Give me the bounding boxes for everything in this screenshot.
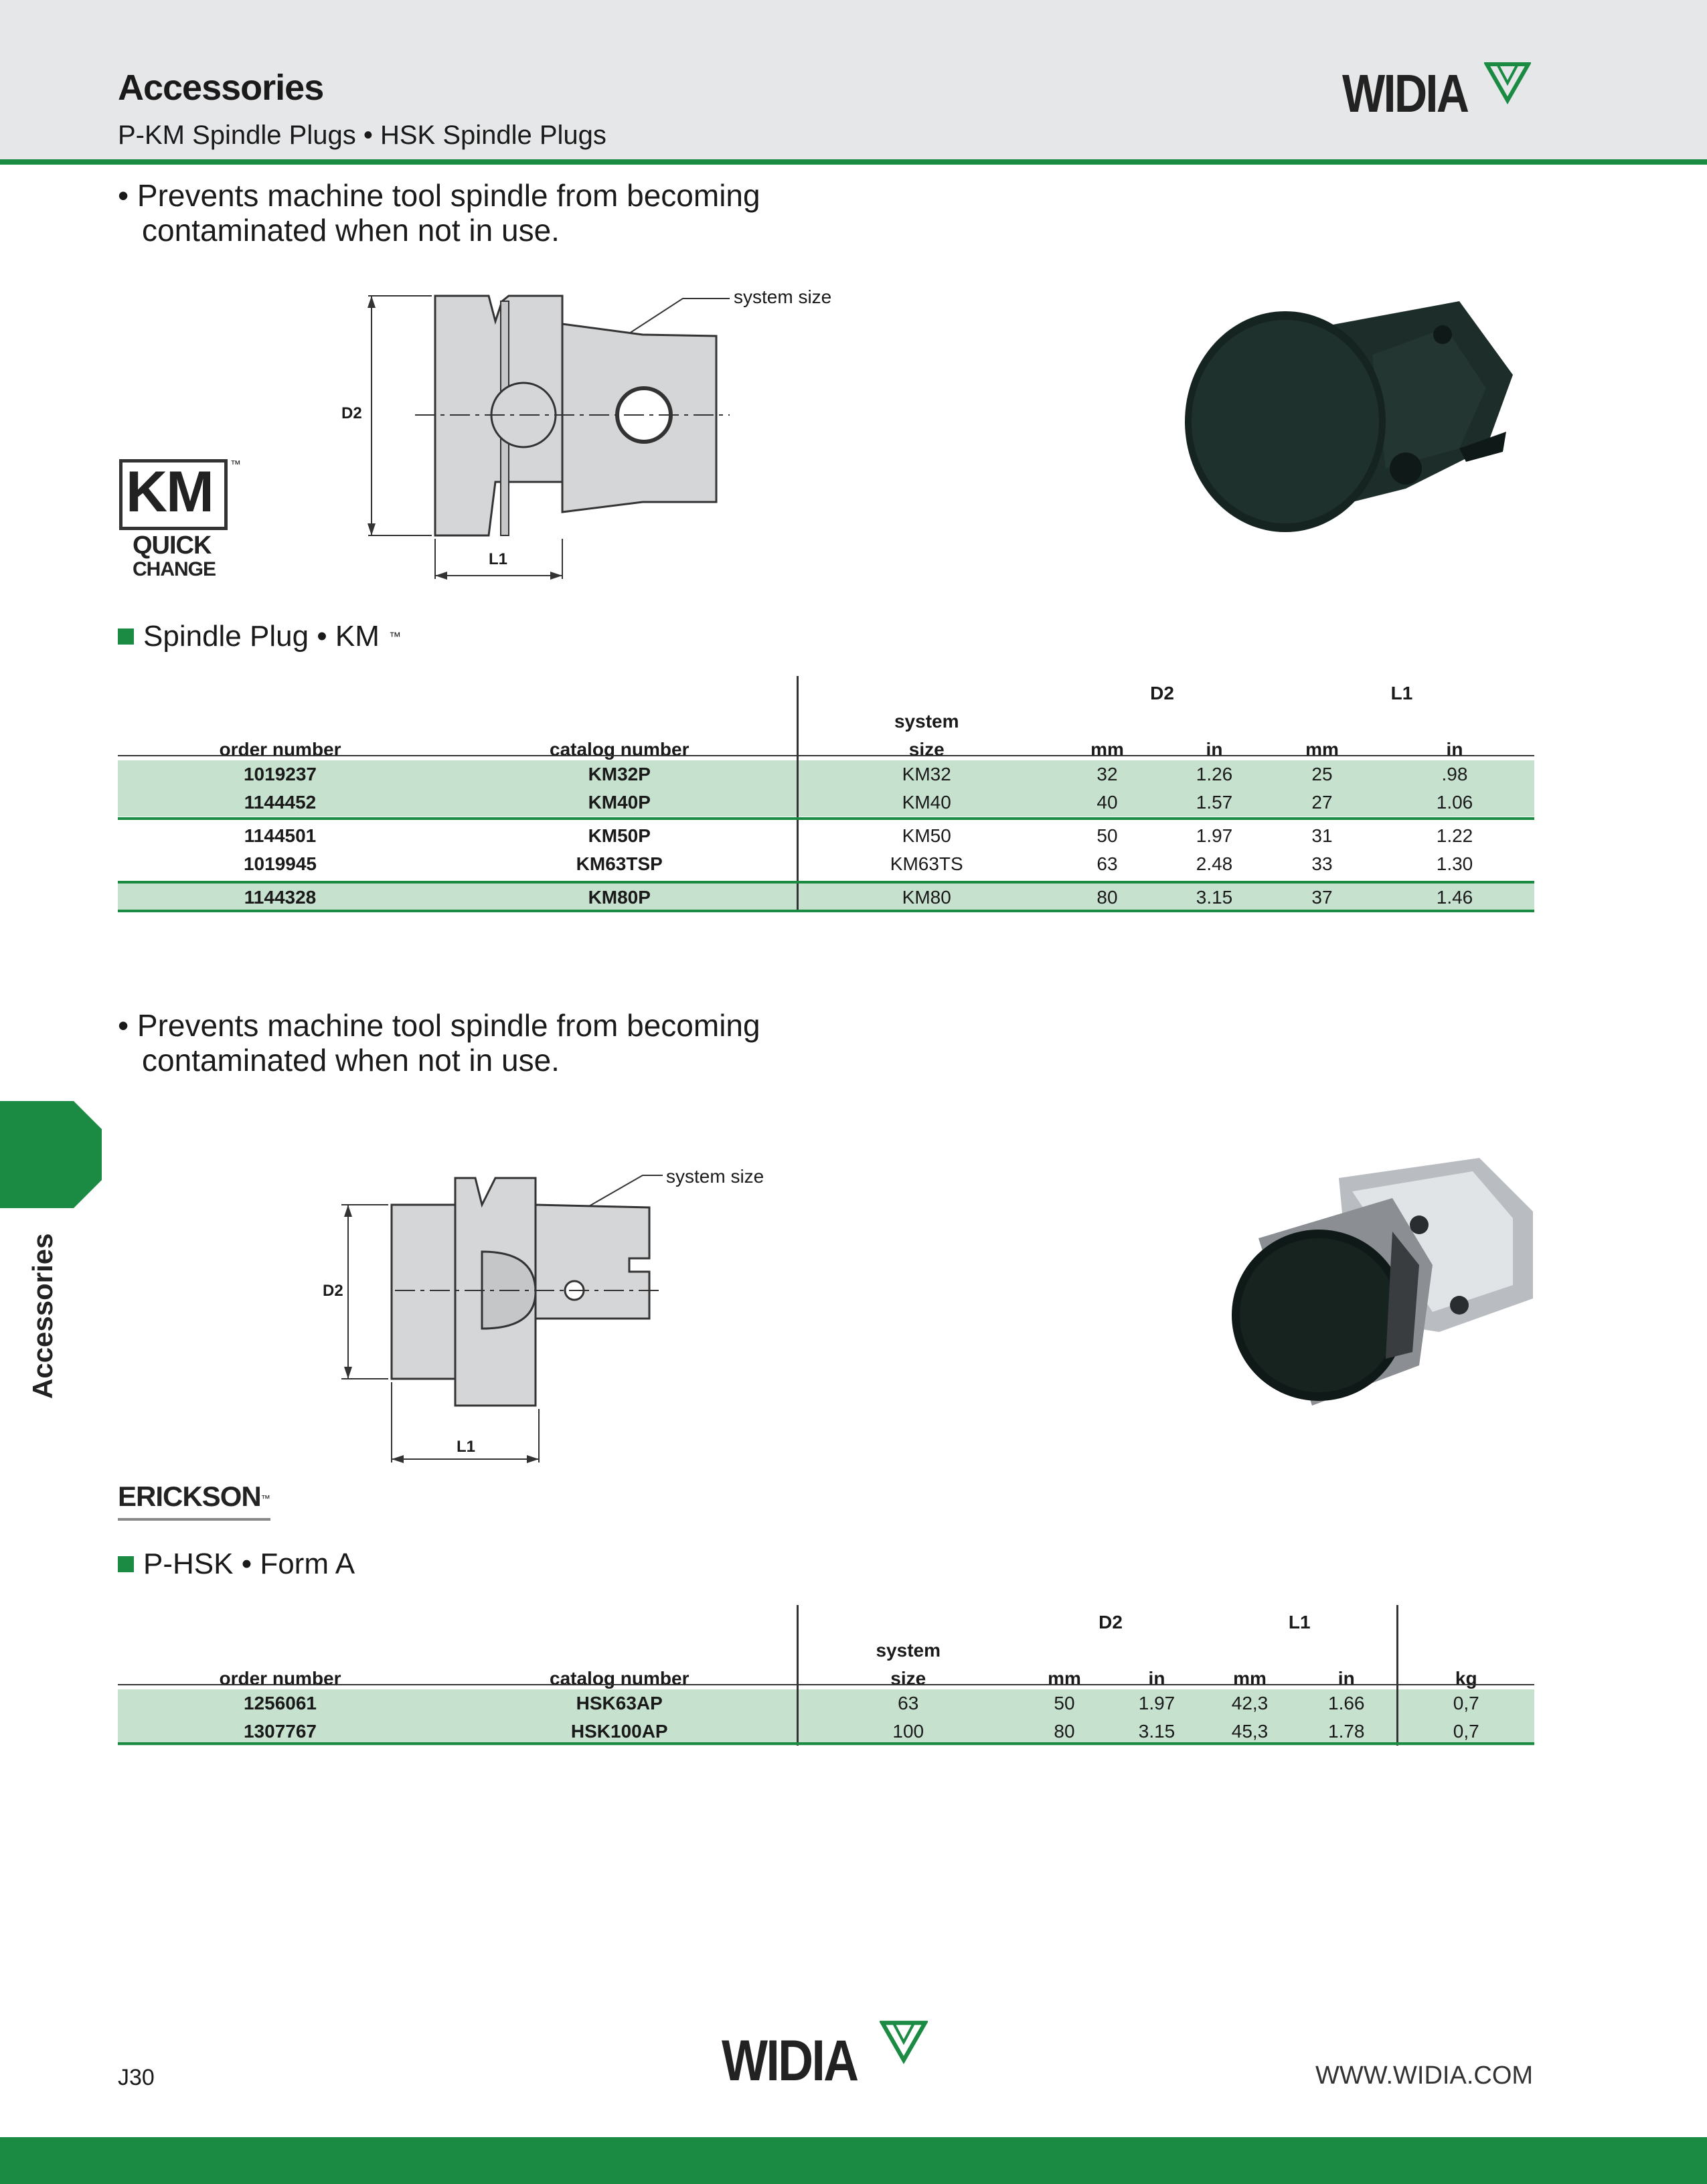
km-l1-label: L1 — [489, 550, 508, 568]
footer-widia-logo: WIDIA — [722, 2015, 936, 2093]
footer-bar — [0, 2137, 1707, 2184]
widia-logo: WIDIA — [1342, 59, 1536, 126]
green-square-icon — [118, 1556, 134, 1572]
website-link[interactable]: WWW.WIDIA.COM — [1315, 2062, 1534, 2090]
side-section-label: Accessories — [27, 1233, 58, 1399]
header-rule — [0, 159, 1707, 165]
bullet-text-2: • Prevents machine tool spindle from bec… — [118, 1008, 760, 1078]
widia-triangle-icon — [880, 2021, 928, 2064]
bullet-text-1: • Prevents machine tool spindle from bec… — [118, 178, 760, 248]
km-d2-label: D2 — [341, 404, 362, 422]
table1-bottom-rule — [118, 910, 1534, 912]
table1-group-rule — [118, 817, 1534, 820]
km-plug-drawing — [368, 295, 730, 580]
page-header — [0, 0, 1707, 161]
page-subtitle: P-KM Spindle Plugs • HSK Spindle Plugs — [118, 120, 606, 150]
table1-header-rule — [118, 755, 1534, 756]
hsk-spec-table: D2 L1 system order number catalog number… — [118, 1605, 1534, 1746]
side-section-tab — [0, 1101, 102, 1208]
hsk-section-heading: P-HSK • Form A — [118, 1547, 355, 1581]
table2-bottom-rule — [118, 1742, 1534, 1745]
km-spindle-plug-photo — [1185, 301, 1513, 532]
system-header: system — [796, 1633, 1018, 1661]
green-square-icon — [118, 628, 134, 645]
km-spec-table: D2 L1 system order number catalog number… — [118, 676, 1534, 912]
km-quick-change-badge: KM ™ QUICK CHANGE — [118, 456, 252, 590]
erickson-logo: ERICKSON™ — [118, 1481, 270, 1521]
hsk-plug-drawing — [341, 1175, 663, 1463]
widia-triangle-icon — [1484, 62, 1531, 105]
table2-header-rule — [118, 1684, 1534, 1685]
table1-group-rule — [118, 881, 1534, 884]
d2-group-header: D2 — [1150, 683, 1174, 703]
km-system-size-label: system size — [734, 286, 832, 307]
page-number: J30 — [118, 2065, 155, 2090]
l1-group-header: L1 — [1288, 1612, 1311, 1632]
l1-group-header: L1 — [1390, 683, 1413, 703]
hsk-spindle-plug-photo — [1232, 1158, 1533, 1406]
hsk-system-size-label: system size — [666, 1166, 764, 1187]
page-title: Accessories — [118, 68, 324, 108]
d2-group-header: D2 — [1099, 1612, 1123, 1632]
system-header: system — [796, 704, 1055, 732]
hsk-l1-label: L1 — [457, 1438, 476, 1456]
hsk-d2-label: D2 — [323, 1282, 343, 1300]
